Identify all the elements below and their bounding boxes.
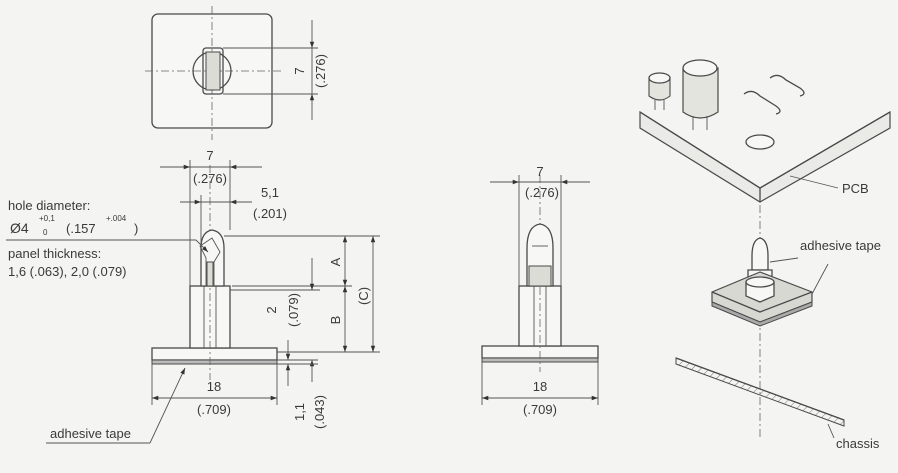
side-adhesive-layer xyxy=(151,359,278,365)
side-dim-11: 1,1 xyxy=(292,403,307,421)
label-hole-dia-close: ) xyxy=(134,221,138,236)
side-dim-b: B xyxy=(328,316,343,325)
side-dim-51: 5,1 xyxy=(261,185,279,200)
label-hole-dia-tol-lower: 0 xyxy=(43,228,48,237)
side-dim-a: A xyxy=(328,257,343,266)
front-dim-7: 7 xyxy=(536,164,543,179)
front-dim-276: (.276) xyxy=(525,185,559,200)
pcb-resistor-1 xyxy=(743,90,781,115)
top-view-pin-core xyxy=(205,51,221,91)
top-dim-276: (.276) xyxy=(313,54,328,88)
label-panel-thickness: panel thickness: xyxy=(8,246,101,261)
side-dim-079: (.079) xyxy=(286,293,301,327)
pcb-resistor-2 xyxy=(769,74,805,97)
isometric-view: PCB adhesive tape chassis xyxy=(639,59,891,451)
label-hole-dia-inch: (.157 xyxy=(66,221,96,236)
side-view: 7 (.276) 5,1 (.201) A B (C) 2 (.079) 1,1… xyxy=(6,148,380,444)
label-adhesive-tape-right: adhesive tape xyxy=(800,238,881,253)
label-hole-dia-base: Ø4 xyxy=(10,220,29,236)
side-dim-c: (C) xyxy=(356,287,371,305)
pcb-transistor xyxy=(648,77,671,101)
side-label-adhesive-tape: adhesive tape xyxy=(50,426,131,441)
label-hole-dia-tol-upper: +0,1 xyxy=(39,214,55,223)
top-view: 7 (.276) xyxy=(145,6,328,140)
label-panel-values: 1,6 (.063), 2,0 (.079) xyxy=(8,264,127,279)
side-dim-043: (.043) xyxy=(312,395,327,429)
front-dim-18: 18 xyxy=(533,379,547,394)
label-pcb: PCB xyxy=(842,181,869,196)
side-dim-201: (.201) xyxy=(253,206,287,221)
front-dim-709: (.709) xyxy=(523,402,557,417)
side-dim-2: 2 xyxy=(264,306,279,313)
side-dim-18: 18 xyxy=(207,379,221,394)
pcb-mount-hole xyxy=(745,134,775,150)
top-dim-7: 7 xyxy=(292,67,307,74)
top-view-pin-outline xyxy=(202,47,224,95)
label-chassis: chassis xyxy=(836,436,880,451)
pcb-capacitor xyxy=(682,67,719,119)
label-hole-diameter: hole diameter: xyxy=(8,198,90,213)
side-base-plate xyxy=(151,347,278,361)
side-dim-276: (.276) xyxy=(193,171,227,186)
iso-snap-pin xyxy=(751,237,769,271)
side-dim-7: 7 xyxy=(206,148,213,163)
side-dim-709: (.709) xyxy=(197,402,231,417)
label-hole-dia-inch-tol: +.004 xyxy=(106,214,127,223)
front-view: 7 (.276) 18 (.709) xyxy=(481,164,599,417)
